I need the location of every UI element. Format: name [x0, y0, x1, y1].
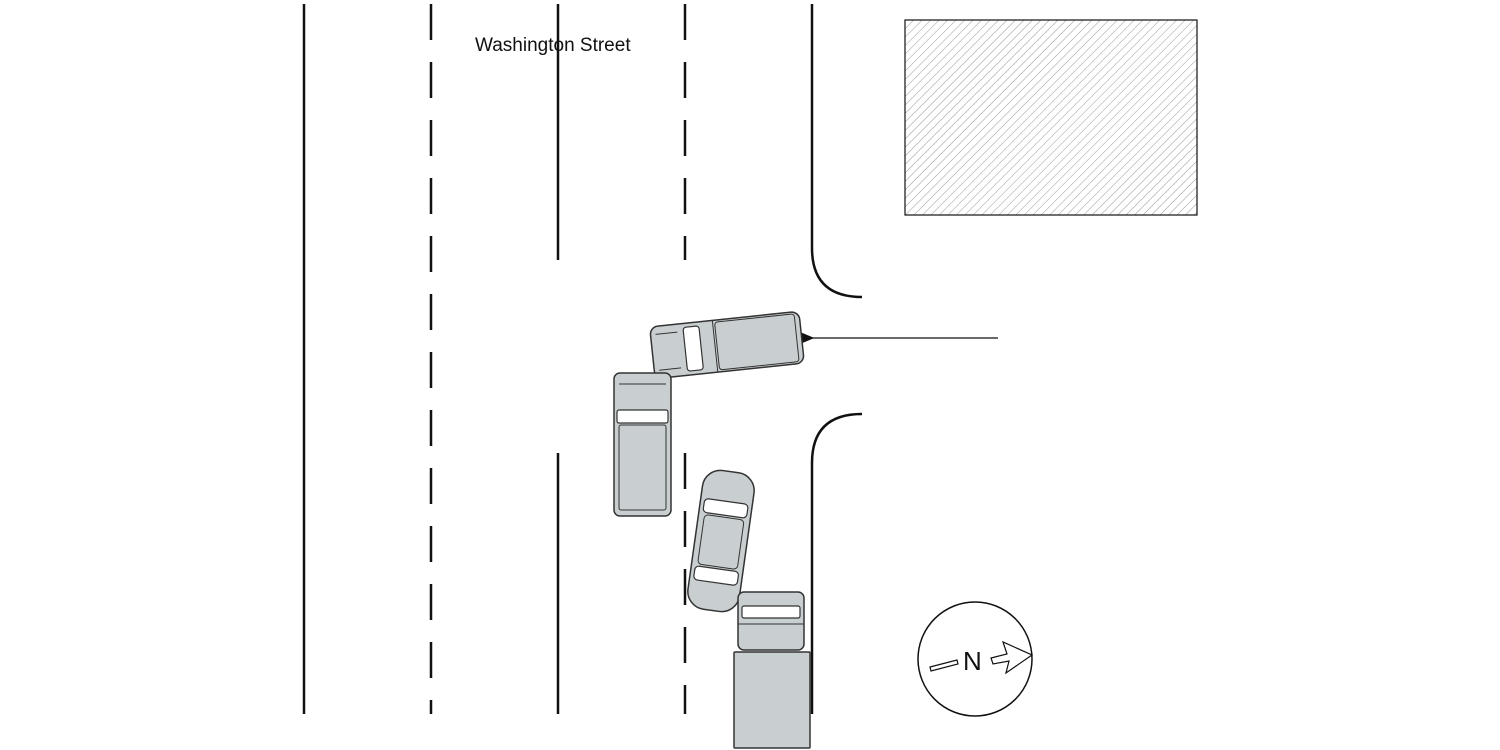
vehicle-box-truck [733, 591, 811, 749]
curb-south-corner [810, 412, 863, 714]
hatched-building-icon [904, 19, 1198, 216]
north-arrow-icon [917, 601, 1034, 717]
vehicle-sedan [687, 469, 755, 613]
street-name-label: Washington Street [475, 35, 631, 56]
vehicle-pickup-turning [649, 311, 805, 379]
curb-north-corner [810, 4, 863, 299]
vehicle-suv-south [613, 372, 672, 517]
compass-north-label: N [963, 646, 982, 676]
